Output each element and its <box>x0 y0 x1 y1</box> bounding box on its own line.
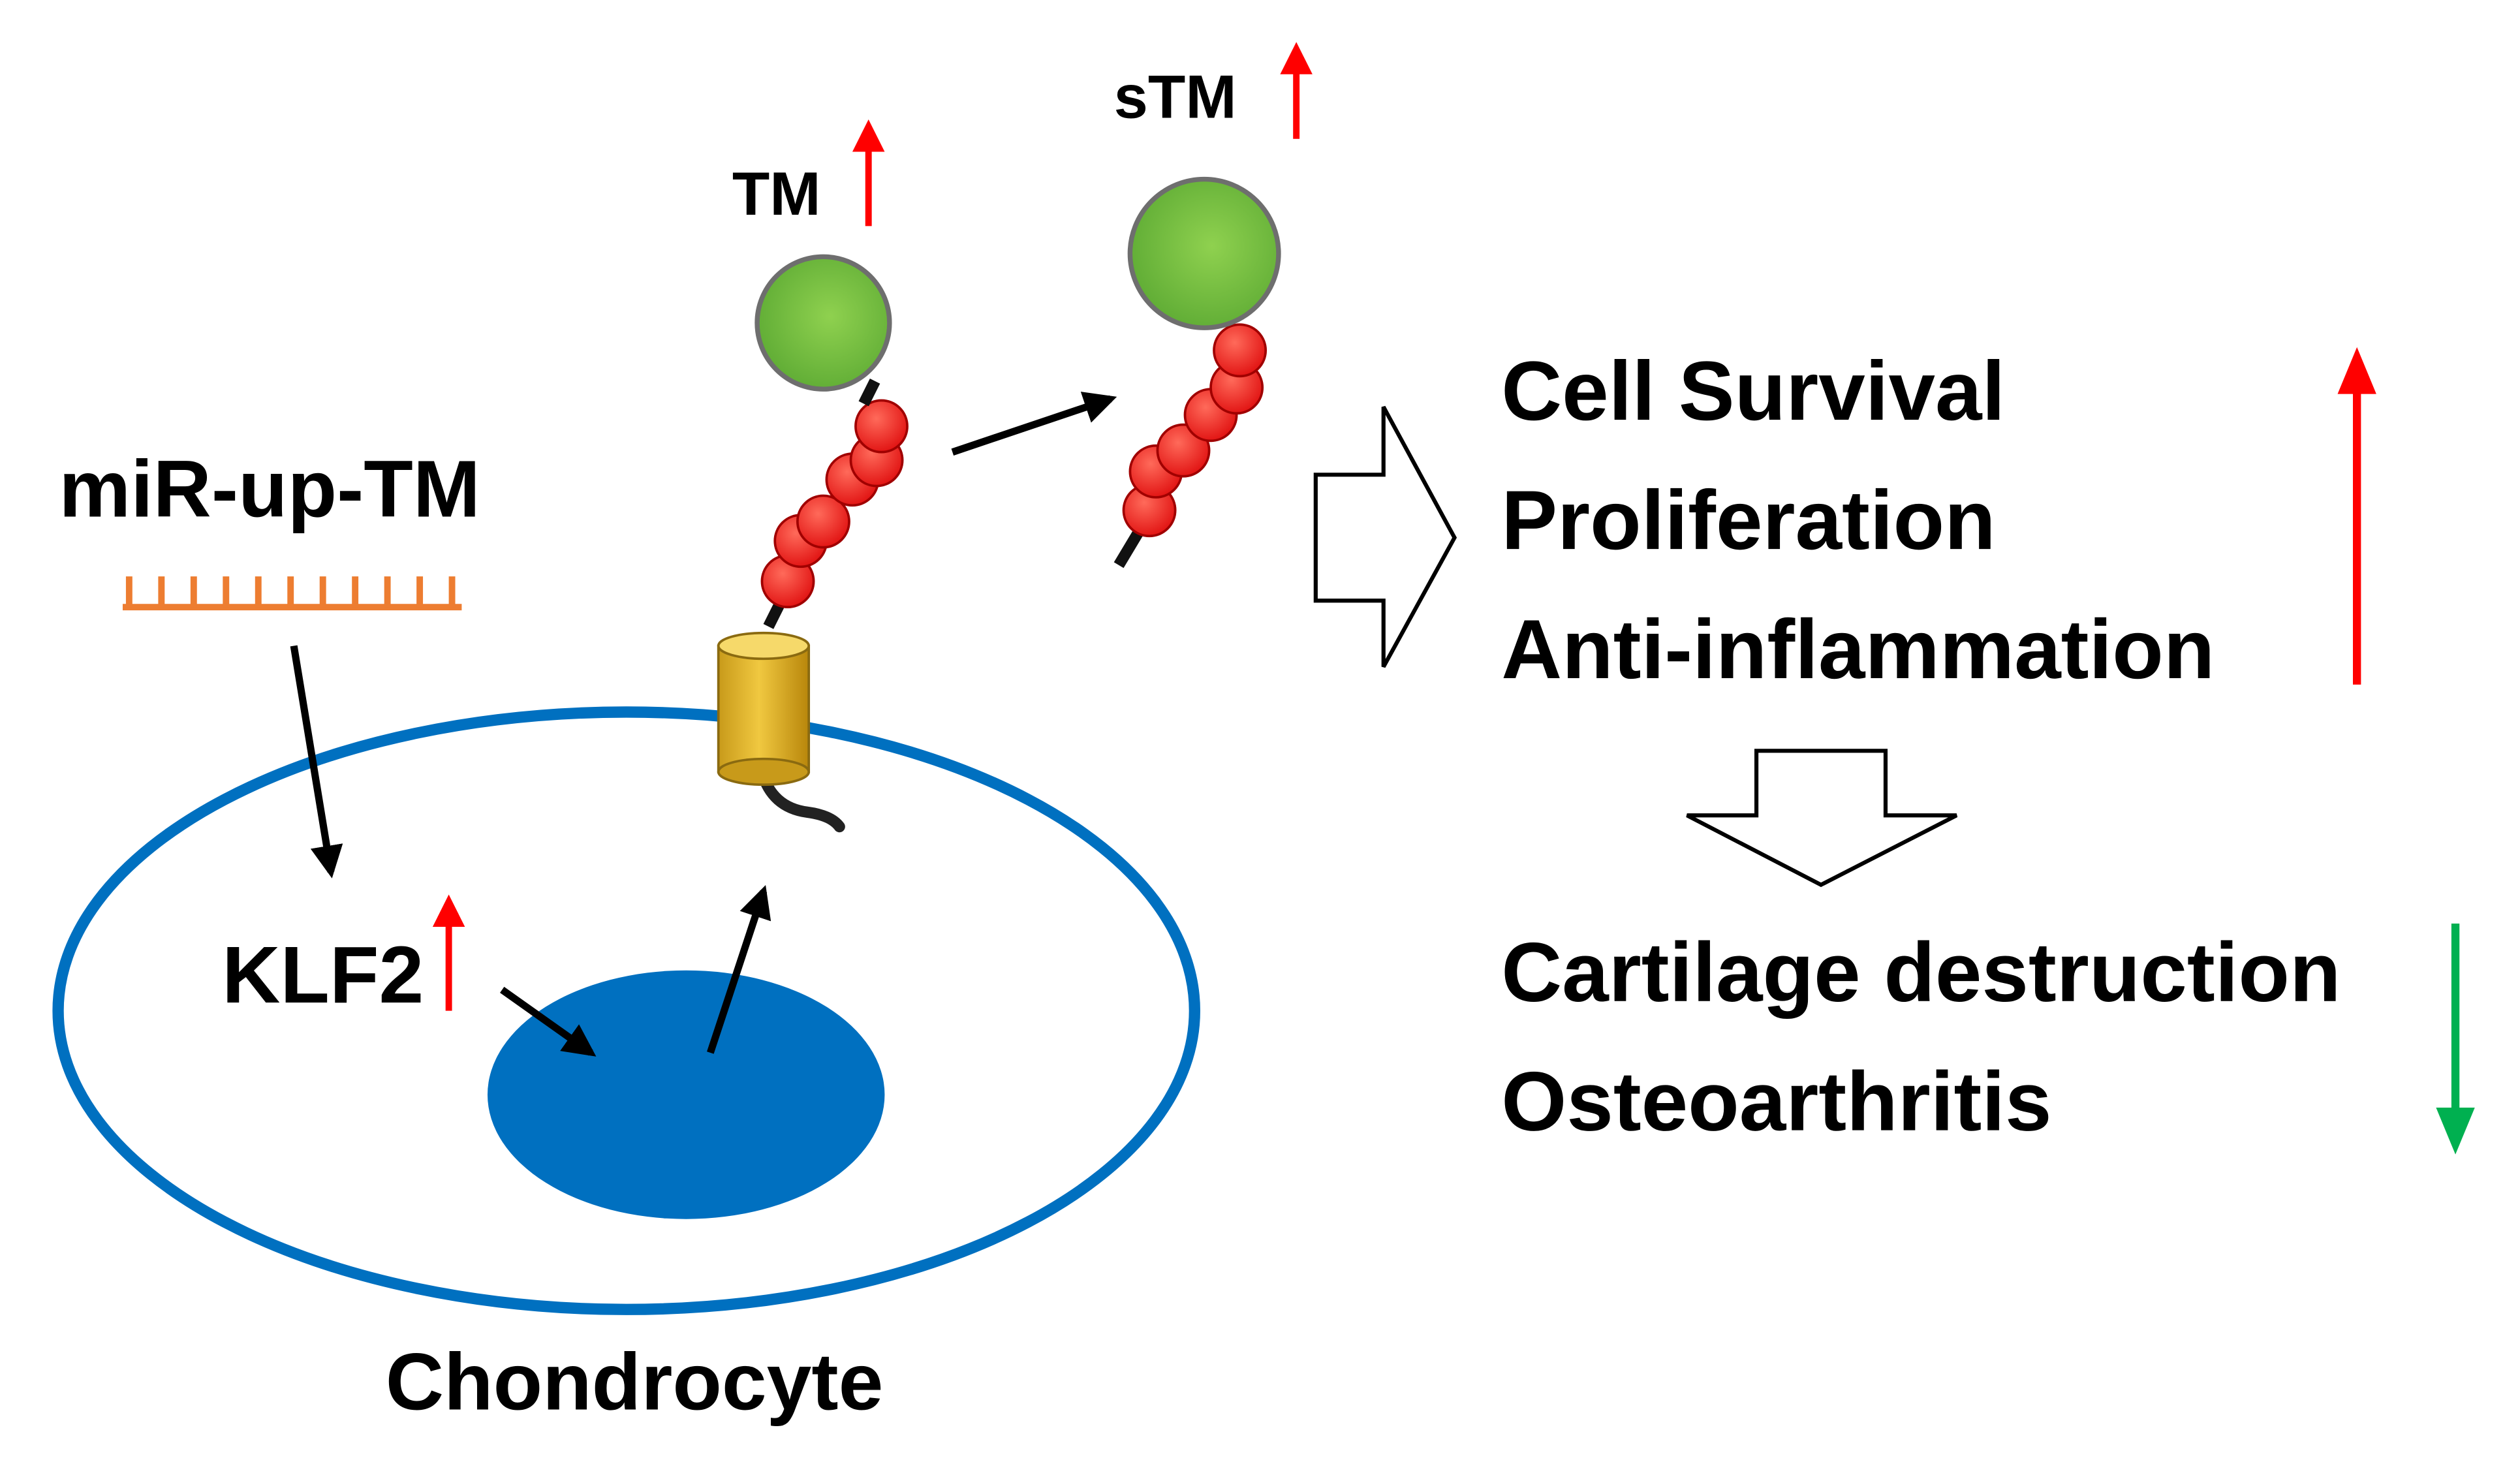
klf2-label: KLF2 <box>222 930 424 1020</box>
tm-lectin-domain <box>754 254 892 392</box>
klf2-up-arrow <box>432 894 465 1011</box>
klf2-to-nucleus-arrow <box>500 986 597 1057</box>
nucleus <box>487 970 885 1219</box>
tm-transmembrane-receptor <box>717 631 811 786</box>
tm-linker <box>858 378 880 407</box>
stm-up-arrow <box>1280 42 1313 139</box>
tm-label: TM <box>732 159 821 228</box>
mirna-strand <box>122 576 462 611</box>
outcome-anti-inflammation: Anti-inflammation <box>1501 603 2215 696</box>
stm-tail <box>1113 529 1143 568</box>
tm-cytoplasmic-tail <box>756 766 845 833</box>
stm-lectin-domain <box>1127 176 1281 330</box>
outcome-cell-survival: Cell Survival <box>1501 345 2005 438</box>
block-arrow-right <box>1313 405 1457 668</box>
increase-arrow <box>2337 347 2376 685</box>
cell-membrane <box>52 706 1200 1315</box>
outcome-proliferation: Proliferation <box>1501 474 1995 567</box>
outcome-osteoarthritis: Osteoarthritis <box>1501 1055 2051 1149</box>
decrease-arrow <box>2436 924 2475 1155</box>
stm-label: sTM <box>1114 63 1237 131</box>
block-arrow-down <box>1686 749 1958 888</box>
tm-up-arrow <box>852 119 885 226</box>
stm-egf-beads <box>1122 323 1268 538</box>
tm-egf-beads <box>760 399 909 609</box>
chondrocyte-label: Chondrocyte <box>386 1337 884 1427</box>
shedding-arrow <box>951 392 1117 456</box>
mirna-label: miR-up-TM <box>59 444 480 535</box>
outcome-cartilage-destruction: Cartilage destruction <box>1501 926 2341 1020</box>
mirna-to-klf2-arrow <box>290 645 343 879</box>
nucleus-to-tm-arrow <box>707 885 771 1054</box>
